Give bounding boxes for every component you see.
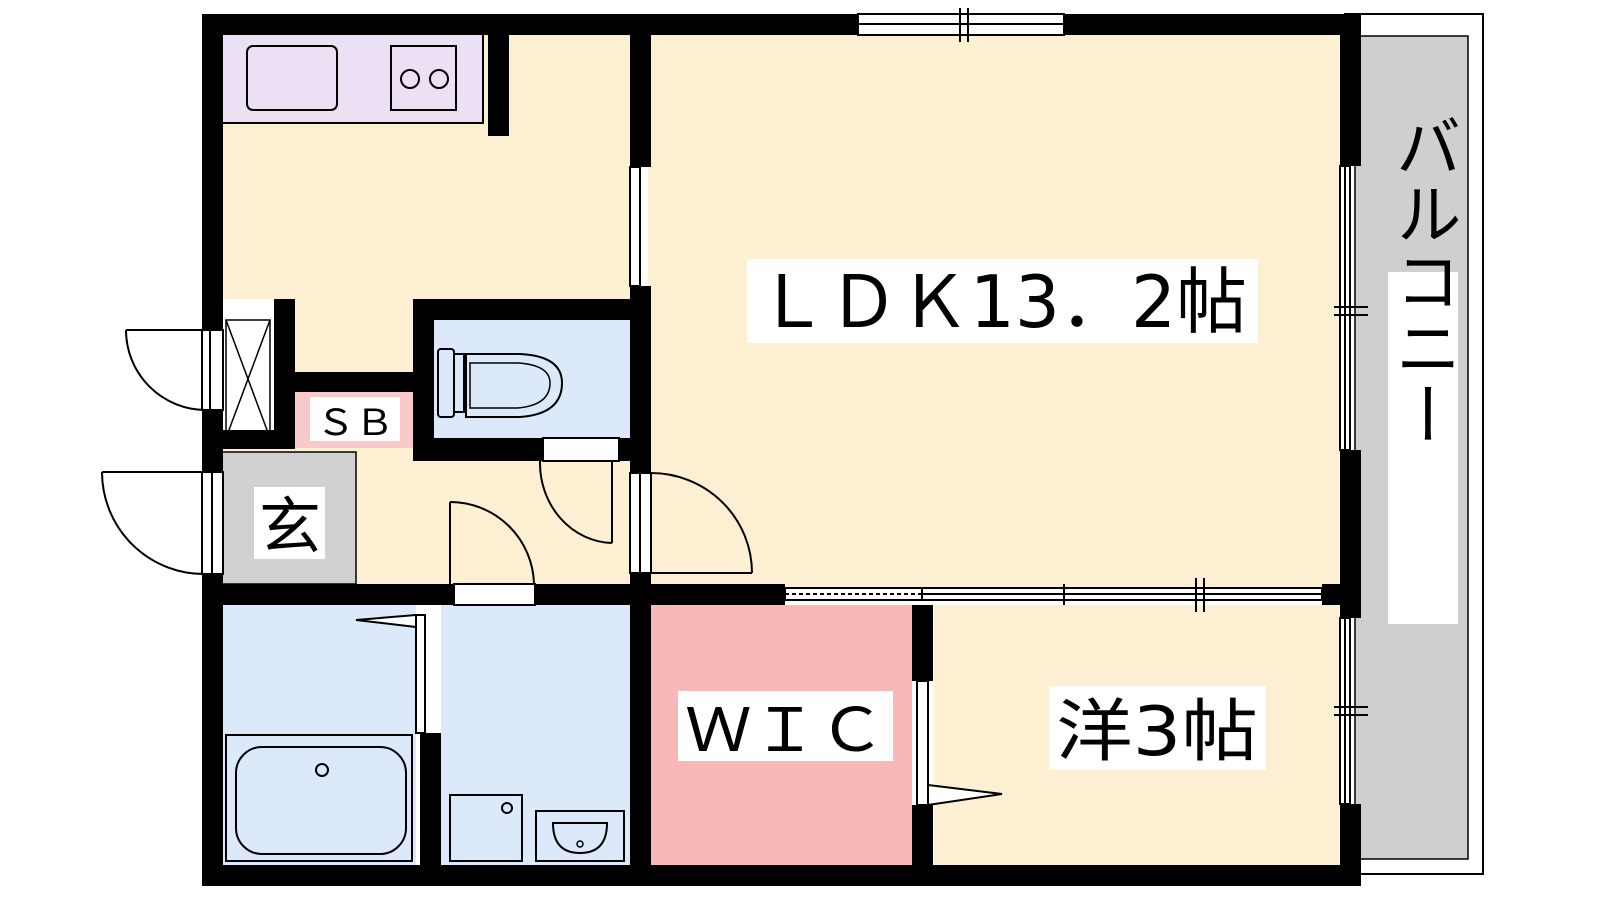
vanity	[535, 810, 625, 862]
sliding-partition	[784, 578, 1323, 612]
sb-label: ＳＢ	[316, 403, 394, 444]
sink-basin	[246, 45, 338, 111]
bathtub	[225, 734, 413, 862]
balcony-label: バルコニー	[1385, 113, 1462, 448]
western-label-bg	[1049, 686, 1266, 770]
vanity-bowl-icon	[551, 822, 609, 855]
western-room-label: 洋3帖	[1056, 693, 1258, 772]
genkan-label: 玄	[259, 490, 321, 563]
toilet-icon	[437, 348, 564, 418]
stove-burner-icon	[429, 69, 449, 89]
doors	[101, 329, 1003, 807]
kitchen-counter	[221, 33, 484, 124]
drain-icon	[501, 802, 513, 814]
washing-machine-pan	[449, 794, 523, 862]
wic-label-bg	[678, 691, 893, 761]
ldk-label-bg	[747, 259, 1258, 343]
wic-label: ＷＩＣ	[685, 696, 885, 766]
walls	[202, 14, 1361, 886]
stove-burner-icon	[400, 69, 420, 89]
windows	[629, 8, 1368, 805]
ldk-label: ＬＤＫ13．2帖	[757, 260, 1247, 344]
balcony-label-bg	[1388, 272, 1458, 624]
genkan-label-bg	[254, 487, 325, 559]
stove	[390, 45, 457, 111]
closet-floor	[222, 299, 274, 439]
sb-label-bg	[310, 397, 400, 441]
balcony	[1344, 13, 1484, 875]
